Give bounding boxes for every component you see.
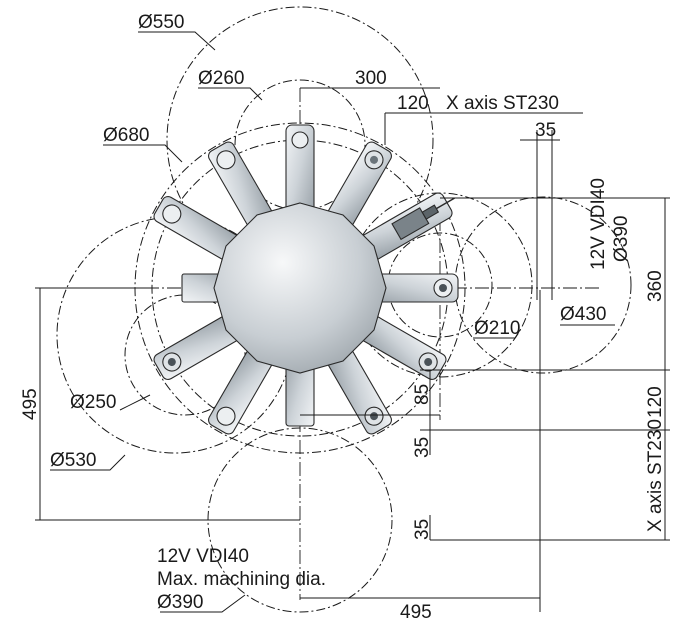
label-vdi-right: 12V VDI40: [588, 178, 609, 270]
circle-d260: [234, 79, 366, 211]
driven-tool: [391, 197, 455, 241]
label-vdi-bottom: 12V VDI40: [157, 546, 249, 567]
label-d210: Ø210: [474, 318, 520, 339]
dimension-labels: Ø550 Ø260 300 120 X axis ST230 35 Ø680 1…: [20, 12, 666, 623]
label-dim120-right: 120: [645, 386, 666, 418]
label-d260: Ø260: [198, 68, 244, 89]
label-dim35-mid: 35: [412, 437, 433, 458]
label-x-axis-top: X axis ST230: [446, 93, 559, 114]
label-d250: Ø250: [70, 392, 116, 413]
label-d430: Ø430: [560, 304, 606, 325]
label-dim120-top: 120: [397, 93, 429, 114]
label-d530: Ø530: [50, 450, 96, 471]
label-x-axis-right: X axis ST230: [645, 419, 666, 532]
label-d550: Ø550: [138, 12, 184, 33]
turret-disk: [213, 202, 387, 374]
label-dim495-bottom: 495: [400, 602, 432, 623]
turret-body: [153, 124, 459, 435]
label-max-dia: Max. machining dia.: [157, 569, 326, 590]
label-dim85: 85: [412, 384, 433, 405]
label-d390-bottom: Ø390: [157, 592, 203, 613]
label-dim35-low: 35: [412, 519, 433, 540]
dimension-lines: [35, 31, 670, 613]
label-dim300: 300: [355, 68, 387, 89]
label-d390-right: Ø390: [611, 216, 632, 262]
label-d680: Ø680: [103, 125, 149, 146]
label-dim360: 360: [645, 270, 666, 302]
label-dim35-top: 35: [535, 120, 556, 141]
label-dim495-left: 495: [20, 388, 41, 420]
